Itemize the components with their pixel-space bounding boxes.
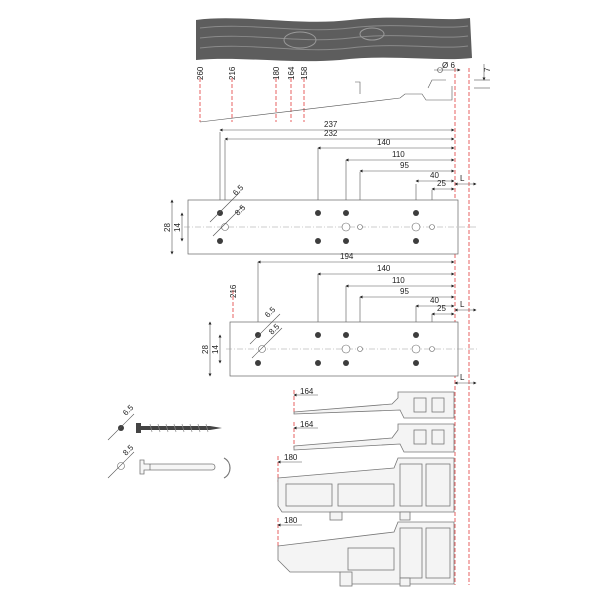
plate-b-height-14: 14 [211, 345, 220, 354]
plate-b-dim-110: 110 [392, 276, 405, 285]
depth-7-label: 7 [483, 67, 492, 72]
top-dim-260: 260 [196, 66, 205, 80]
plate-a-L-label: L [460, 174, 465, 183]
wood-block [196, 17, 472, 62]
profiles-L-label: L [460, 373, 465, 382]
profile-1: 164 [293, 387, 455, 419]
bolt-fastener: 8.5 [107, 443, 231, 479]
plate-a-height-28: 28 [163, 223, 172, 232]
plate-a-dim-110: 110 [392, 150, 405, 159]
screw-fastener: 6.5 [107, 403, 222, 441]
profile-3: 180 [277, 453, 455, 521]
profile-2: 164 [293, 420, 455, 453]
screw-size-label: 6.5 [121, 403, 136, 418]
top-dim-216: 216 [228, 66, 237, 80]
plate-b-L-label: L [460, 300, 465, 309]
plate-b: 216 194 140 110 95 40 25 L 28 14 [201, 252, 478, 377]
plate-a-hole-label-6-5: 6.5 [231, 183, 246, 198]
plate-b-dim-194: 194 [340, 252, 354, 261]
plate-a-dim-232: 232 [324, 129, 338, 138]
plate-a-dim-237: 237 [324, 120, 338, 129]
plate-a: 237 232 140 110 95 40 25 L 28 14 6.5 8.5 [163, 120, 478, 255]
plate-b-dim-95: 95 [400, 287, 409, 296]
plate-b-vertical-216: 216 [229, 284, 238, 298]
plate-b-dim-40: 40 [430, 296, 439, 305]
plate-b-hole-label-6-5: 6.5 [263, 305, 278, 320]
plate-a-dim-95: 95 [400, 161, 409, 170]
top-dim-180: 180 [272, 66, 281, 80]
profile-1-label: 164 [300, 387, 314, 396]
plate-a-dim-25: 25 [437, 179, 446, 188]
plate-b-dim-25: 25 [437, 304, 446, 313]
profile-4-label: 180 [284, 516, 298, 525]
top-dim-158: 158 [300, 66, 309, 80]
profile-4: 180 [277, 516, 455, 587]
diameter-6-label: Ø 6 [442, 61, 455, 70]
plate-a-height-14: 14 [173, 223, 182, 232]
plate-a-dim-40: 40 [430, 171, 439, 180]
profile-3-label: 180 [284, 453, 298, 462]
profile-2-label: 164 [300, 420, 314, 429]
top-side-view: 260 216 180 164 158 Ø 6 7 [196, 61, 492, 123]
plate-b-height-28: 28 [201, 345, 210, 354]
bolt-size-label: 8.5 [121, 443, 136, 458]
top-dim-164: 164 [287, 66, 296, 80]
plate-b-dim-140: 140 [377, 264, 391, 273]
plate-a-dim-140: 140 [377, 138, 391, 147]
